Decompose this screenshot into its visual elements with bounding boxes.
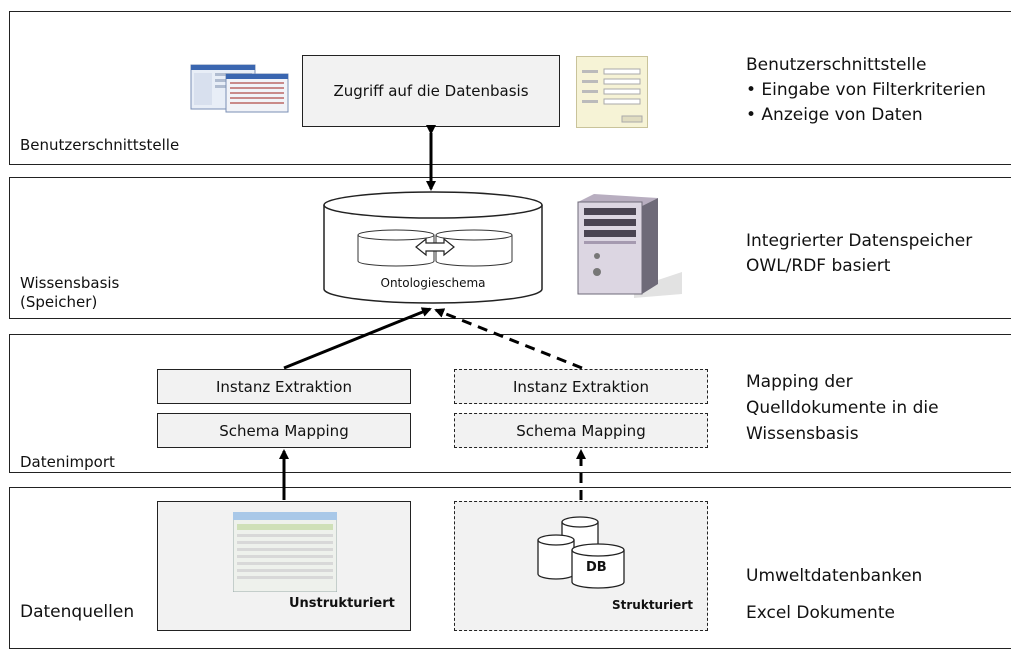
desc-ui-line2: • Eingabe von Filterkriterien	[746, 80, 986, 100]
ontology-label: Ontologieschema	[380, 276, 486, 290]
server-tower-icon	[577, 194, 682, 298]
screenshot-windows-icon	[190, 64, 289, 113]
desc-ui-line1: Benutzerschnittstelle	[746, 55, 927, 75]
schema-mapping-left: Schema Mapping	[157, 413, 411, 448]
desc-import-line3: Wissensbasis	[746, 424, 859, 444]
layer-label-import: Datenimport	[20, 453, 115, 471]
layer-label-ui: Benutzerschnittstelle	[20, 136, 180, 154]
layer-label-kb-line1: Wissensbasis	[20, 274, 120, 292]
ontology-database-cylinder	[323, 191, 543, 304]
instance-extraction-right: Instanz Extraktion	[454, 369, 708, 404]
desc-kb-line1: Integrierter Datenspeicher	[746, 231, 973, 251]
schema-mapping-right: Schema Mapping	[454, 413, 708, 448]
desc-import-line2: Quelldokumente in die	[746, 398, 939, 418]
layer-label-sources: Datenquellen	[20, 602, 135, 622]
filter-dialog-icon	[576, 56, 648, 128]
spreadsheet-thumbnail	[233, 512, 337, 592]
desc-sources-line1: Umweltdatenbanken	[746, 566, 923, 586]
unstructured-label: Unstrukturiert	[289, 596, 395, 611]
structured-label: Strukturiert	[612, 598, 693, 612]
desc-ui-line3: • Anzeige von Daten	[746, 105, 923, 125]
flow-arrows	[279, 125, 586, 500]
instance-extraction-left: Instanz Extraktion	[157, 369, 411, 404]
db-label: DB	[586, 560, 607, 575]
layer-label-kb-line2: (Speicher)	[20, 293, 98, 311]
database-stack-icon	[537, 516, 625, 589]
desc-sources-line2: Excel Dokumente	[746, 603, 895, 623]
desc-import-line1: Mapping der	[746, 372, 853, 392]
left-import-arrow	[283, 307, 432, 370]
desc-kb-line2: OWL/RDF basiert	[746, 256, 891, 276]
right-import-arrow	[434, 308, 583, 370]
